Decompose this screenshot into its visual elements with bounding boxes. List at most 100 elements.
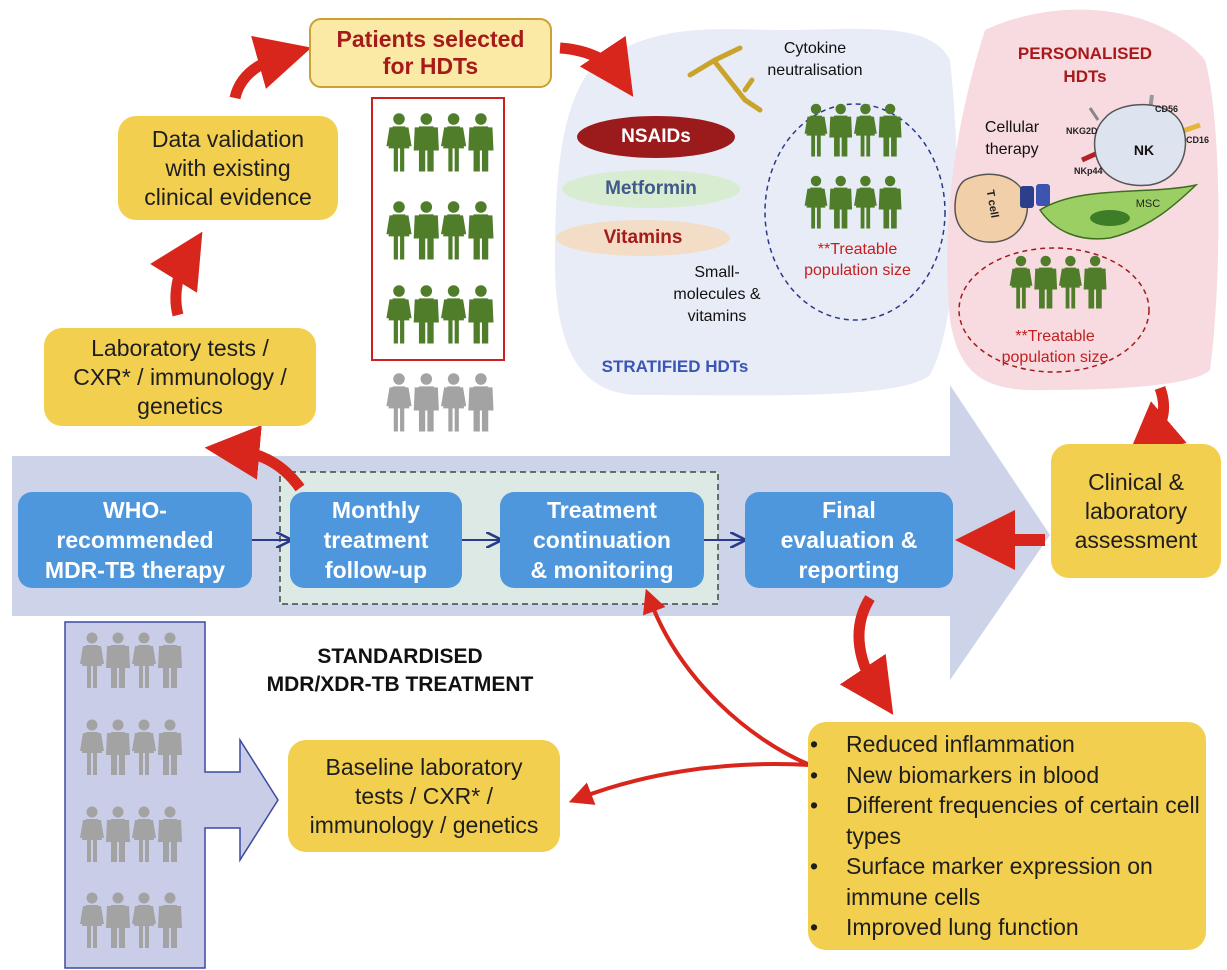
cellular-line-2: therapy: [985, 141, 1039, 158]
personalised-treatable-line-1: **Treatable: [1015, 328, 1095, 345]
person-icon: [158, 892, 182, 948]
arrow-final-to-outcomes: [839, 595, 894, 715]
outcome-item: Surface marker expression on immune cell…: [810, 851, 1206, 912]
person-icon: [878, 175, 902, 229]
baseline-line-1: Baseline laboratory: [325, 753, 523, 780]
continuation-line-3: & monitoring: [530, 557, 674, 583]
patients-line-1: Patients selected: [336, 26, 525, 52]
nk-label: NK: [1133, 142, 1155, 158]
monthly-line-3: follow-up: [324, 557, 428, 583]
msc-label: MSC: [1135, 198, 1161, 210]
person-icon: [829, 103, 853, 157]
monthly-line-1: Monthly: [331, 497, 421, 523]
arrow-lab-to-validation: [150, 231, 203, 317]
outcome-item: New biomarkers in blood: [810, 760, 1206, 791]
nkp44-label: NKp44: [1074, 166, 1103, 176]
arrow-validation-to-patients: [229, 35, 312, 100]
baseline-line-3: immunology / genetics: [309, 811, 539, 838]
person-icon: [854, 175, 877, 229]
t-cell-icon: [954, 173, 1050, 243]
person-icon: [1059, 255, 1082, 309]
cd16-label: CD16: [1186, 135, 1210, 145]
stratified-population-ellipse: [764, 103, 946, 321]
validation-line-3: clinical evidence: [144, 183, 312, 210]
standardised-line-1: STANDARDISED: [317, 645, 483, 668]
nsaids-pill: NSAIDs: [577, 116, 735, 158]
people-figures: [80, 103, 1107, 948]
small-molecules-line-3: vitamins: [687, 308, 747, 325]
person-icon: [468, 285, 494, 344]
arrow-outcomes-to-baseline: [568, 762, 811, 805]
person-icon: [1083, 255, 1107, 309]
small-molecules-line-2: molecules &: [673, 286, 761, 303]
arrow-patients-to-stratified: [559, 35, 634, 97]
clinical-line-3: assessment: [1074, 526, 1198, 553]
person-icon: [80, 806, 104, 862]
cellular-line-1: Cellular: [984, 119, 1040, 136]
clinical-line-1: Clinical &: [1088, 468, 1184, 495]
nkg2d-label: NKG2D: [1066, 126, 1098, 136]
person-icon: [413, 113, 439, 172]
cytokine-line-1: Cytokine: [783, 40, 847, 57]
final-line-2: evaluation &: [780, 527, 918, 553]
person-icon: [441, 285, 467, 344]
standardised-line-2: MDR/XDR-TB TREATMENT: [266, 673, 534, 696]
person-icon: [158, 806, 182, 862]
msc-icon: [1038, 183, 1199, 240]
person-icon: [804, 175, 828, 229]
cytokine-line-2: neutralisation: [767, 62, 863, 79]
final-line-3: reporting: [798, 557, 900, 583]
lab-tests-box: Laboratory tests /CXR* / immunology /gen…: [44, 328, 316, 426]
monthly-line-2: treatment: [323, 527, 429, 553]
outcomes-list: Reduced inflammation New biomarkers in b…: [808, 729, 1206, 943]
person-icon: [854, 103, 877, 157]
validation-line-2: with existing: [165, 154, 291, 181]
person-icon: [132, 719, 156, 775]
personalised-line-1: PERSONALISED: [1017, 44, 1153, 63]
person-icon: [468, 201, 494, 260]
person-icon: [468, 373, 494, 432]
who-line-1: WHO-: [103, 497, 167, 523]
population-panel-arrow: [64, 621, 279, 969]
outcomes-box: Reduced inflammation New biomarkers in b…: [808, 722, 1206, 950]
treatment-continuation-box: Treatment continuation & monitoring: [500, 492, 704, 588]
person-icon: [878, 103, 902, 157]
outcome-item: Improved lung function: [810, 912, 1206, 943]
monthly-followup-box: Monthly treatment follow-up: [290, 492, 462, 588]
person-icon: [132, 632, 156, 688]
person-icon: [386, 113, 412, 172]
outcome-item: Reduced inflammation: [810, 729, 1206, 760]
nk-cell-icon: [1080, 94, 1201, 187]
baseline-line-2: tests / CXR* /: [354, 782, 494, 809]
person-icon: [413, 373, 439, 432]
person-icon: [132, 806, 156, 862]
lab-line-2: CXR* / immunology /: [73, 363, 287, 390]
person-icon: [413, 201, 439, 260]
person-icon: [804, 103, 828, 157]
person-icon: [468, 113, 494, 172]
arrow-group-to-lab-tests: [204, 424, 305, 492]
cytokine-label: Cytokine neutralisation: [755, 38, 875, 82]
person-icon: [80, 892, 104, 948]
metformin-pill: Metformin: [562, 170, 740, 208]
person-icon: [106, 892, 130, 948]
small-molecules-label: Small-molecules & vitamins: [662, 262, 772, 328]
patients-line-2: for HDTs: [382, 53, 479, 79]
person-icon: [441, 113, 467, 172]
selected-patients-frame: [371, 97, 505, 361]
person-icon: [413, 285, 439, 344]
continuation-line-2: continuation: [533, 527, 671, 553]
personalised-treatable-line-2: population size: [1001, 349, 1109, 366]
clinical-line-2: laboratory: [1084, 497, 1188, 524]
small-molecules-line-1: Small-: [694, 264, 740, 281]
personalised-treatable-label: **Treatable population size: [985, 326, 1125, 368]
person-icon: [106, 632, 130, 688]
stratified-title: STRATIFIED HDTs: [601, 357, 749, 376]
cd56-label: CD56: [1155, 104, 1179, 114]
continuation-line-1: Treatment: [547, 497, 657, 523]
